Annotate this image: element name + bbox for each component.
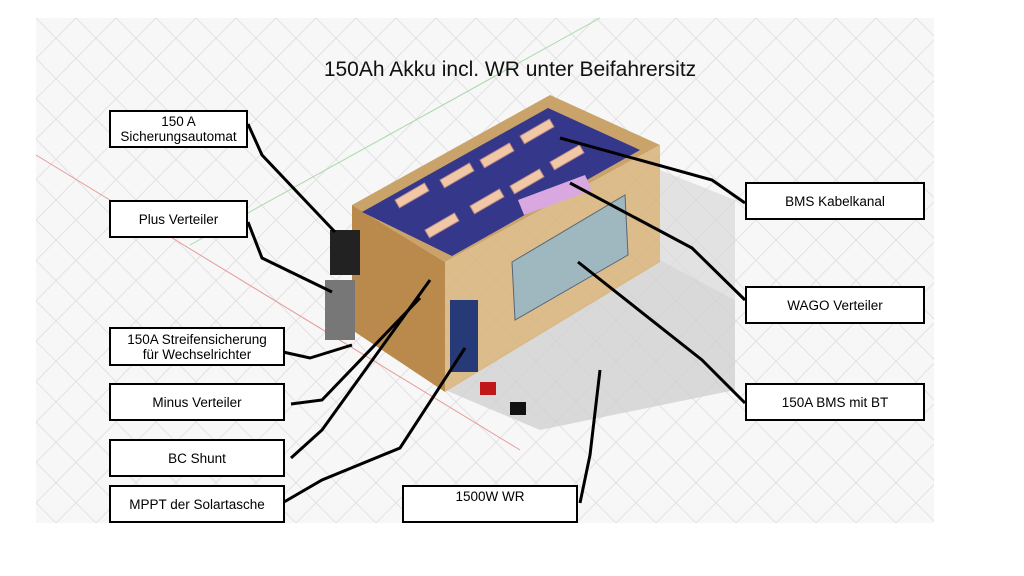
- grid-line: [36, 18, 237, 221]
- terminal-red: [480, 382, 496, 395]
- grid-line: [0, 18, 16, 523]
- label-wr: 1500W WR: [402, 485, 578, 523]
- label-bc-shunt-text: BC Shunt: [168, 450, 226, 466]
- label-minus-verteiler: Minus Verteiler: [109, 383, 285, 421]
- label-mppt: MPPT der Solartasche: [109, 485, 285, 523]
- grid-line: [36, 57, 497, 523]
- mppt-part: [450, 300, 478, 372]
- grid-line: [936, 18, 1024, 523]
- grid-background: [0, 18, 1024, 523]
- bms-board-part: [511, 194, 629, 321]
- grid-line: [956, 18, 1024, 523]
- grid-line: [36, 421, 137, 523]
- grid-line: [615, 201, 934, 523]
- grid-line: [775, 362, 934, 523]
- terminal-black: [510, 402, 526, 415]
- battery-cells: [362, 108, 640, 256]
- grid-line: [996, 18, 1024, 523]
- grid-line: [75, 18, 577, 523]
- grid-line: [36, 259, 297, 523]
- label-mppt-text: MPPT der Solartasche: [129, 496, 265, 512]
- grid-line: [976, 18, 1024, 523]
- label-streifensicherung-line2: für Wechselrichter: [142, 346, 252, 362]
- diagram-title: 150Ah Akku incl. WR unter Beifahrersitz: [323, 58, 697, 81]
- grid-line: [495, 79, 934, 523]
- grid-line: [755, 18, 934, 199]
- leader-lines: [246, 123, 747, 504]
- label-bms-kabelkanal: BMS Kabelkanal: [745, 182, 925, 220]
- label-streifensicherung: 150A Streifensicherung für Wechselrichte…: [109, 327, 285, 366]
- grid-line: [835, 18, 934, 118]
- grid-line: [36, 18, 317, 302]
- label-wr-text: 1500W WR: [455, 489, 525, 504]
- grid-line: [36, 18, 37, 19]
- grid-line: [36, 138, 417, 523]
- label-plus-verteiler: Plus Verteiler: [109, 200, 248, 238]
- grid-line: [595, 18, 934, 361]
- battery-enclosure: [325, 95, 660, 392]
- grid-line: [635, 18, 934, 320]
- grid-line: [36, 98, 457, 523]
- plus-verteiler-part: [325, 280, 355, 340]
- label-bc-shunt: BC Shunt: [109, 439, 285, 477]
- grid-line: [695, 281, 934, 523]
- grid-line: [815, 403, 934, 523]
- label-bms-kabelkanal-text: BMS Kabelkanal: [785, 193, 885, 209]
- grid-line: [555, 18, 934, 401]
- grid-line: [795, 18, 934, 159]
- label-wago-verteiler: WAGO Verteiler: [745, 286, 925, 324]
- grid-line: [36, 18, 357, 342]
- grid-line: [36, 178, 377, 523]
- label-bms-text: 150A BMS mit BT: [781, 394, 889, 410]
- grid-line: [535, 120, 934, 523]
- grid-line: [36, 300, 257, 523]
- grid-line: [36, 18, 157, 140]
- grid-line: [655, 241, 934, 523]
- busbars: [394, 118, 585, 239]
- grid-line: [36, 18, 197, 181]
- inverter-block: [445, 170, 735, 430]
- grid-line: [515, 18, 934, 441]
- label-sicherungsautomat-text: 150 A Sicherungsautomat: [120, 114, 237, 144]
- grid-line: [735, 322, 934, 523]
- label-wago-verteiler-text: WAGO Verteiler: [787, 297, 883, 313]
- axis-green: [189, 17, 601, 246]
- grid-line: [36, 18, 397, 383]
- grid-line: [36, 18, 517, 504]
- grid-line: [715, 18, 934, 239]
- grid-line: [36, 18, 277, 262]
- grid-line: [55, 18, 557, 523]
- grid-line: [36, 340, 217, 523]
- grid-line: [36, 18, 437, 423]
- label-streifensicherung-line1: 150A Streifensicherung: [127, 331, 267, 347]
- label-sicherungsautomat: 150 A Sicherungsautomat: [109, 110, 248, 148]
- label-minus-verteiler-text: Minus Verteiler: [152, 394, 242, 410]
- grid-line: [675, 18, 934, 280]
- grid-line: [36, 380, 177, 523]
- circuit-breaker-part: [330, 230, 360, 275]
- grid-line: [575, 160, 934, 523]
- label-bms: 150A BMS mit BT: [745, 383, 925, 421]
- grid-line: [36, 219, 337, 523]
- label-plus-verteiler-text: Plus Verteiler: [138, 211, 219, 227]
- grid-line: [1016, 18, 1024, 523]
